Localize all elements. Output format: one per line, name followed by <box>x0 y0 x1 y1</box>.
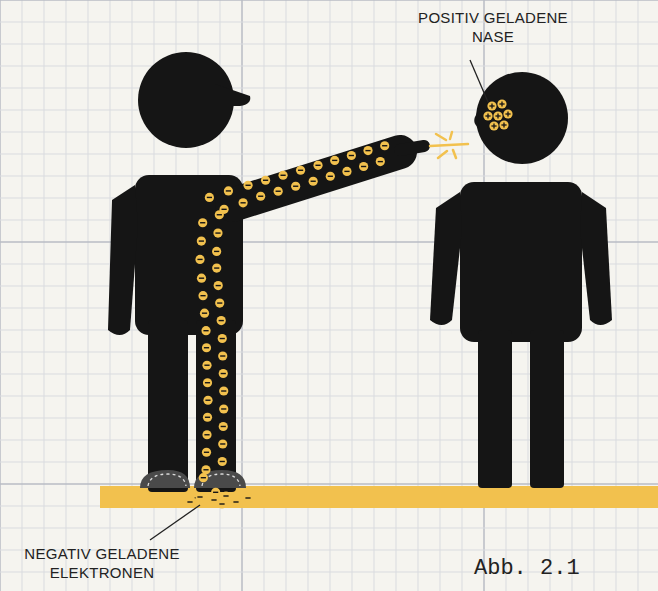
electron <box>205 193 214 202</box>
grid-line <box>0 528 658 529</box>
electron <box>278 171 287 180</box>
electron <box>291 182 300 191</box>
electron <box>202 448 211 457</box>
electron <box>309 177 318 186</box>
electron <box>199 473 208 482</box>
charges <box>185 99 512 508</box>
leader-line <box>470 60 488 102</box>
positive-charge <box>493 111 502 120</box>
electron <box>202 361 211 370</box>
electron <box>212 247 221 256</box>
electron <box>274 187 283 196</box>
electron <box>213 228 222 237</box>
electron <box>238 198 247 207</box>
electron <box>218 439 227 448</box>
positive-charge <box>487 101 496 110</box>
electron <box>201 326 210 335</box>
electron <box>219 404 228 413</box>
positive-charge <box>503 109 512 118</box>
electron <box>203 378 212 387</box>
electron <box>200 309 209 318</box>
grid-line <box>44 0 45 591</box>
electron <box>376 157 385 166</box>
grid-line <box>66 0 67 591</box>
electron <box>218 334 227 343</box>
electron <box>212 263 221 272</box>
electron <box>221 491 230 500</box>
grid-line <box>0 154 658 155</box>
electron <box>214 281 223 290</box>
electron <box>380 141 389 150</box>
electron <box>363 146 372 155</box>
electron <box>243 181 252 190</box>
figure-caption: Abb. 2.1 <box>474 556 580 582</box>
grid-line <box>88 0 89 591</box>
electron <box>195 492 204 501</box>
electron <box>342 167 351 176</box>
callout-label: POSITIV GELADENE NASE <box>418 8 568 46</box>
electron <box>330 156 339 165</box>
electron <box>211 488 220 497</box>
electron <box>198 218 207 227</box>
electron <box>256 192 265 201</box>
electron <box>201 465 210 474</box>
grid-line <box>0 0 1 591</box>
electron <box>224 186 233 195</box>
electron <box>203 396 212 405</box>
spark <box>430 132 468 158</box>
positive-charge <box>497 99 506 108</box>
grid-line <box>0 0 658 1</box>
electron <box>313 161 322 170</box>
positive-charge <box>489 121 498 130</box>
electron <box>209 495 218 504</box>
electron <box>203 413 212 422</box>
electron <box>215 298 224 307</box>
electron <box>243 493 252 502</box>
electron <box>219 369 228 378</box>
grid-line <box>0 88 658 89</box>
electron <box>219 422 228 431</box>
shoes <box>140 470 246 488</box>
electron <box>217 499 226 508</box>
callout-label: NEGATIV GELADENE ELEKTRONEN <box>12 544 192 582</box>
electron <box>326 172 335 181</box>
electron <box>197 236 206 245</box>
shoe-outline <box>148 474 240 486</box>
leader-line <box>150 505 200 540</box>
electron <box>219 386 228 395</box>
positive-charge <box>483 111 492 120</box>
electron <box>218 457 227 466</box>
positive-charge <box>499 120 508 129</box>
electron <box>202 343 211 352</box>
electron <box>219 205 228 214</box>
electron <box>197 274 206 283</box>
electron <box>218 351 227 360</box>
grid-line <box>22 0 23 591</box>
electron <box>198 291 207 300</box>
electron <box>359 162 368 171</box>
electron <box>347 151 356 160</box>
electron <box>231 497 240 506</box>
grid-line <box>0 176 658 177</box>
electron <box>261 176 270 185</box>
grid-line <box>0 66 658 67</box>
grid-line <box>0 44 658 45</box>
electron <box>195 255 204 264</box>
right-person <box>430 72 612 488</box>
left-person <box>108 52 424 492</box>
electron <box>185 497 194 506</box>
electron <box>296 166 305 175</box>
electron <box>217 316 226 325</box>
electron <box>202 430 211 439</box>
